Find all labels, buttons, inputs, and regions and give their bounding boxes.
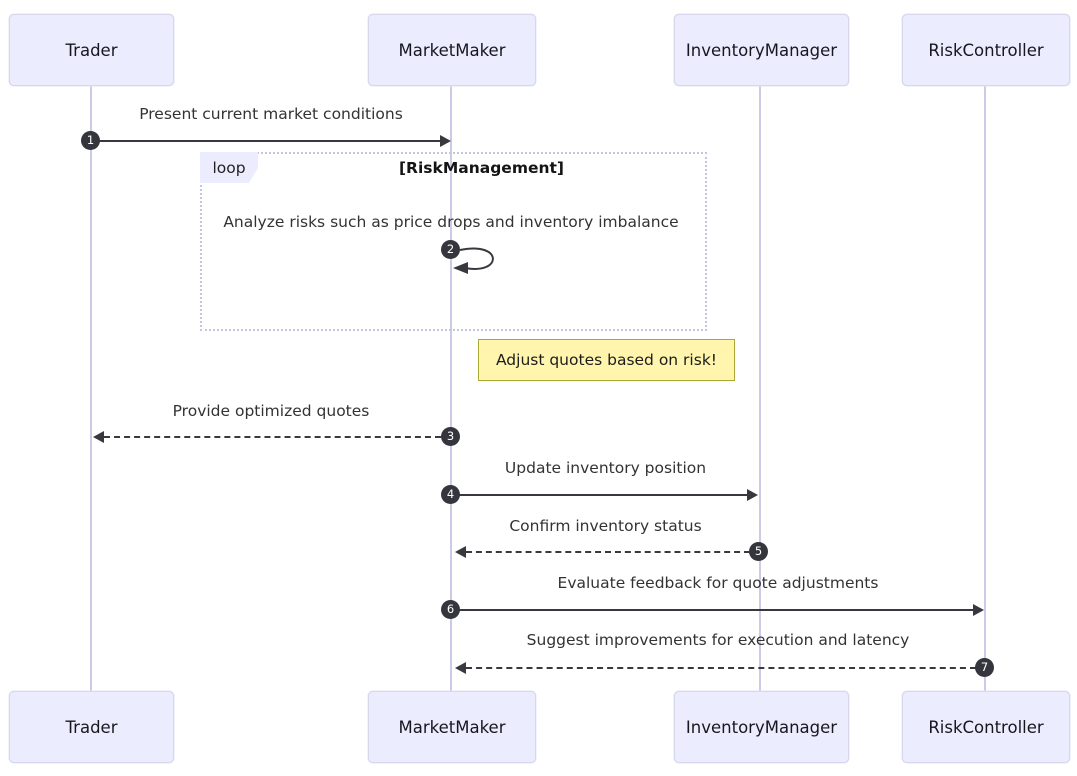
message-1-line — [95, 140, 440, 142]
message-3-seq-badge: 3 — [441, 427, 460, 446]
message-5-arrowhead-icon — [455, 546, 466, 558]
message-7-arrowhead-icon — [455, 662, 466, 674]
participant-marketmaker-top: MarketMaker — [368, 14, 536, 86]
participant-trader-bottom: Trader — [9, 691, 174, 763]
message-2-selfloop-arrow — [453, 247, 494, 274]
participant-riskcontroller-bottom: RiskController — [902, 691, 1070, 763]
message-1-arrowhead-icon — [440, 135, 451, 147]
loop-condition: [RiskManagement] — [398, 159, 565, 177]
message-1-label: Present current market conditions — [139, 105, 403, 123]
message-3-label: Provide optimized quotes — [172, 402, 370, 420]
lifeline-trader — [90, 84, 92, 691]
message-3-arrowhead-icon — [93, 431, 104, 443]
loop-frame: loop [RiskManagement] — [200, 152, 707, 331]
note-box: Adjust quotes based on risk! — [478, 339, 735, 381]
message-7-line — [466, 667, 976, 669]
participant-inventorymanager-top: InventoryManager — [674, 14, 849, 86]
participant-trader-top: Trader — [9, 14, 174, 86]
message-6-arrowhead-icon — [973, 604, 984, 616]
lifeline-marketmaker — [450, 84, 452, 691]
participant-inventorymanager-bottom: InventoryManager — [674, 691, 849, 763]
message-4-arrowhead-icon — [747, 489, 758, 501]
message-4-label: Update inventory position — [504, 459, 707, 477]
participant-marketmaker-bottom: MarketMaker — [368, 691, 536, 763]
message-6-label: Evaluate feedback for quote adjustments — [557, 574, 879, 592]
message-5-line — [466, 551, 750, 553]
message-7-label: Suggest improvements for execution and l… — [526, 631, 910, 649]
message-6-line — [459, 609, 974, 611]
message-5-label: Confirm inventory status — [509, 517, 702, 535]
lifeline-inventorymanager — [759, 84, 761, 691]
message-6-seq-badge: 6 — [441, 600, 460, 619]
message-2-label: Analyze risks such as price drops and in… — [223, 213, 679, 231]
message-4-seq-badge: 4 — [441, 485, 460, 504]
message-1-seq-badge: 1 — [81, 131, 100, 150]
message-7-seq-badge: 7 — [975, 658, 994, 677]
message-3-line — [104, 436, 441, 438]
lifeline-riskcontroller — [984, 84, 986, 691]
message-4-line — [459, 494, 748, 496]
loop-keyword-tab: loop — [200, 152, 258, 183]
message-5-seq-badge: 5 — [749, 542, 768, 561]
participant-riskcontroller-top: RiskController — [902, 14, 1070, 86]
message-2-seq-badge: 2 — [441, 240, 460, 259]
